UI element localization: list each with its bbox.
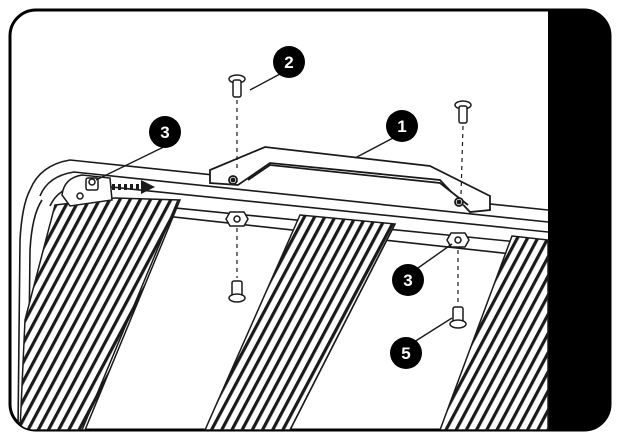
end-fitting: [61, 174, 113, 207]
callout-3-nut-label: 3: [403, 271, 412, 290]
end-plug-right: [449, 306, 467, 329]
callout-2-label: 2: [284, 53, 293, 72]
rack-slats: [19, 197, 549, 430]
callout-2: 2: [273, 46, 305, 78]
side-tab: [548, 10, 610, 430]
callout-5-label: 5: [401, 344, 410, 363]
end-plug-left: [228, 280, 246, 303]
callout-3-nut: 3: [392, 264, 424, 296]
callout-1: 1: [386, 110, 418, 142]
alignment-lines: [236, 100, 464, 304]
callout-3-corner: 3: [149, 116, 181, 148]
nut-left: [225, 211, 249, 227]
callout-3-corner-label: 3: [160, 123, 169, 142]
nut-right: [446, 232, 470, 248]
callout-1-label: 1: [397, 117, 406, 136]
mounting-bolt-left: [228, 74, 246, 98]
handle-bracket: [209, 146, 491, 213]
mounting-bolt-right: [454, 100, 472, 124]
slide-direction-arrow: [112, 180, 155, 194]
callout-5: 5: [390, 337, 422, 369]
